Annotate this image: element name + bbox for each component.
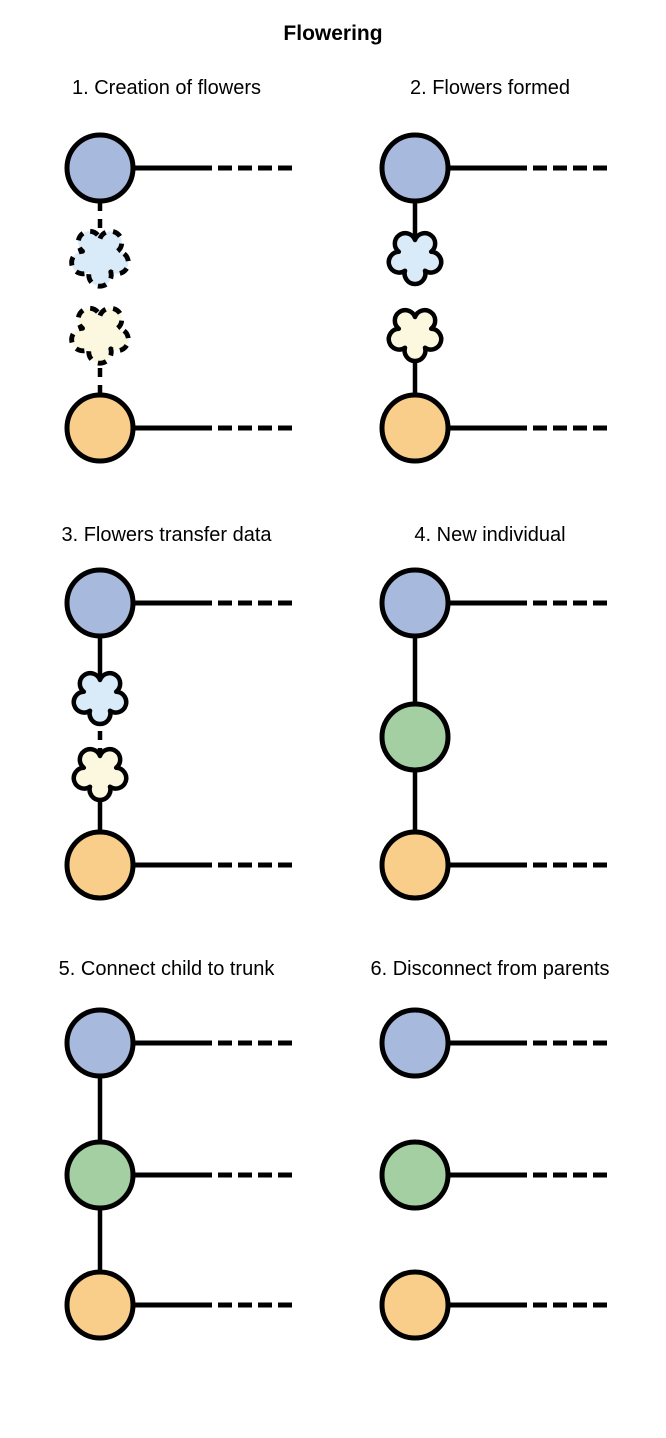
flower-top-node: [386, 230, 444, 287]
parent-bottom-node: [379, 392, 451, 464]
flower-bottom-node: [71, 746, 129, 803]
child-node: [379, 701, 451, 773]
panel-5-title: 5. Connect child to trunk: [58, 958, 275, 980]
panel-5-diagram: [64, 1007, 298, 1341]
child-node: [379, 1139, 451, 1211]
panel-3-title: 3. Flowers transfer data: [61, 524, 272, 546]
figure-title: Flowering: [283, 22, 383, 45]
panel-6-title: 6. Disconnect from parents: [370, 958, 610, 980]
parent-top-node: [379, 132, 451, 204]
child-node: [64, 1139, 136, 1211]
panel-3-diagram: [64, 567, 298, 901]
parent-top-node: [64, 567, 136, 639]
flower-top-node-dashed: [69, 228, 131, 289]
parent-bottom-node: [64, 829, 136, 901]
parent-bottom-node: [64, 392, 136, 464]
parent-bottom-node: [379, 1269, 451, 1341]
flower-bottom-node-dashed: [69, 305, 131, 366]
parent-top-node: [379, 567, 451, 639]
panel-2-title: 2. Flowers formed: [409, 77, 571, 99]
parent-top-node: [64, 1007, 136, 1079]
panel-1-title: 1. Creation of flowers: [72, 77, 261, 99]
panel-4-title: 4. New individual: [414, 524, 566, 546]
panel-6-diagram: [379, 1007, 613, 1341]
flower-top-node: [71, 670, 129, 727]
flower-bottom-node: [386, 307, 444, 364]
parent-top-node: [64, 132, 136, 204]
parent-bottom-node: [379, 829, 451, 901]
parent-bottom-node: [64, 1269, 136, 1341]
parent-top-node: [379, 1007, 451, 1079]
panel-2-diagram: [379, 132, 613, 464]
panel-4-diagram: [379, 567, 613, 901]
panel-1-diagram: [64, 132, 298, 464]
